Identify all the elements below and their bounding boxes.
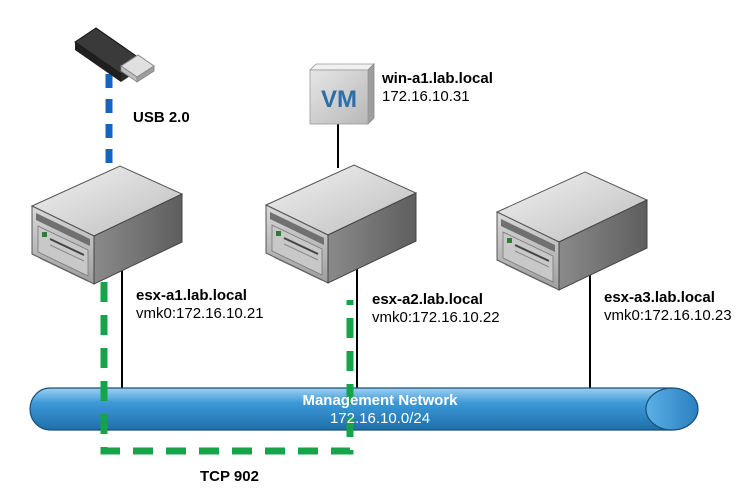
- vm-icon: VM: [309, 63, 375, 125]
- host-name: esx-a3.lab.local: [604, 289, 715, 306]
- server-icon-esx-a1: [31, 165, 183, 285]
- tcp-link: [100, 282, 354, 455]
- network-title: Management Network: [302, 392, 458, 409]
- host-name: esx-a1.lab.local: [136, 287, 247, 304]
- server-icon-esx-a3: [496, 171, 648, 291]
- host-name: esx-a2.lab.local: [372, 291, 483, 308]
- server-icon-esx-a2: [265, 164, 417, 284]
- host-label-esx-a2: esx-a2.lab.local vmk0:172.16.10.22: [372, 291, 500, 327]
- usb-label: USB 2.0: [133, 109, 190, 126]
- tcp-label: TCP 902: [200, 468, 259, 485]
- network-subnet: 172.16.10.0/24: [329, 410, 431, 427]
- vm-label: win-a1.lab.local 172.16.10.31: [382, 70, 493, 106]
- host-ip: vmk0:172.16.10.23: [604, 307, 732, 324]
- vm-icon-text: VM: [321, 86, 357, 113]
- vm-name: win-a1.lab.local: [382, 70, 493, 87]
- host-ip: vmk0:172.16.10.22: [372, 309, 500, 326]
- management-network-pipe: [29, 387, 699, 431]
- host-ip: vmk0:172.16.10.21: [136, 305, 264, 322]
- host-label-esx-a3: esx-a3.lab.local vmk0:172.16.10.23: [604, 289, 732, 325]
- host-label-esx-a1: esx-a1.lab.local vmk0:172.16.10.21: [136, 287, 264, 323]
- usb-stick-icon: [74, 27, 155, 83]
- vm-ip: 172.16.10.31: [382, 88, 470, 105]
